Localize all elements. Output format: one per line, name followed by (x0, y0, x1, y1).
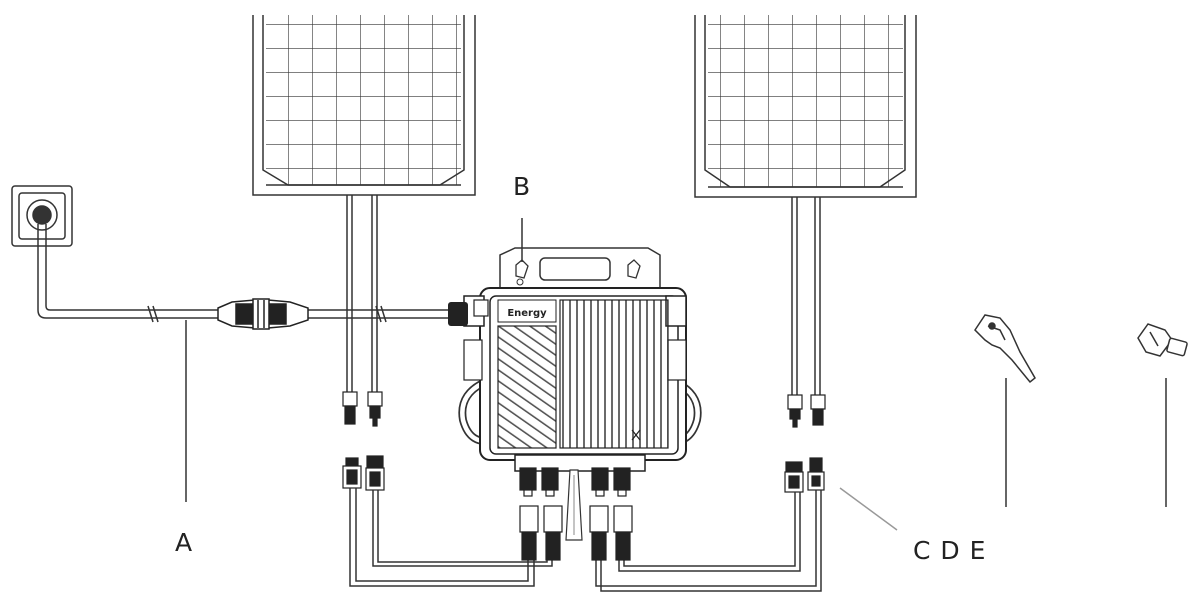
solar-panel-left (252, 15, 476, 196)
ac-port (448, 302, 468, 326)
ac-connector (217, 298, 309, 330)
wall-socket (11, 185, 73, 247)
extension-connectors-left (342, 455, 385, 491)
dc-connectors-left-panel (342, 391, 383, 427)
label-cde: C D E (913, 536, 987, 565)
dc-cables-left-panel (346, 195, 378, 392)
inverter-dc-ports (519, 467, 631, 497)
extension-cables-right (595, 490, 822, 592)
ac-cable (37, 224, 448, 323)
dc-cables-right-panel (791, 197, 821, 395)
inverter-cable-connectors (519, 505, 633, 561)
label-a: A (175, 528, 193, 557)
inverter-brand-text: Energy (507, 308, 547, 319)
extension-cables-left (349, 488, 553, 587)
dc-connectors-right-panel (787, 394, 826, 428)
solar-panel-right (694, 15, 917, 198)
leader-lines (185, 218, 1167, 531)
leader-cde (839, 487, 898, 531)
label-b: B (513, 172, 531, 201)
crimping-tool-icon (974, 314, 1036, 384)
connector-tool-icon (1137, 323, 1188, 357)
microinverter: Energy (448, 247, 702, 561)
extension-connectors-right (784, 457, 825, 493)
